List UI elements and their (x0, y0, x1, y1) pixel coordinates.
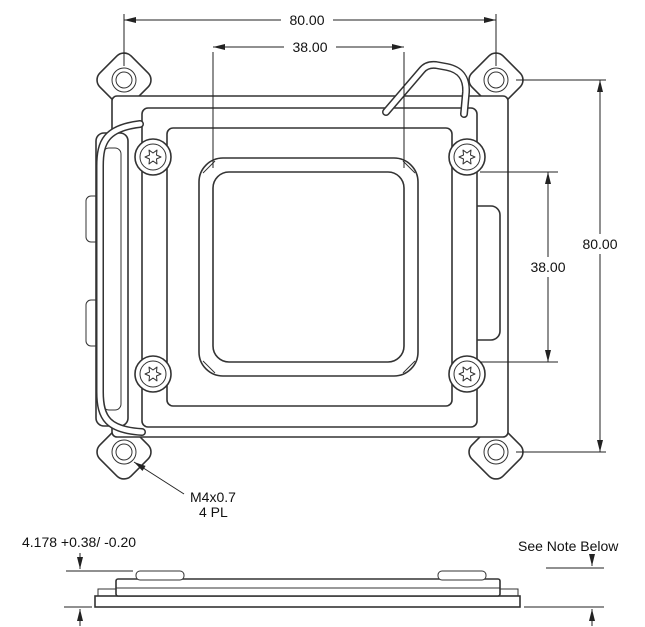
torx-screw (448, 355, 486, 393)
top-view (85, 48, 528, 484)
mounting-hole (483, 439, 509, 465)
side-baseplate (94, 595, 521, 608)
torx-screw (134, 355, 172, 393)
dimension-inner-height: 38.00 (480, 171, 575, 363)
dim-label-inner-height: 38.00 (530, 259, 565, 275)
side-view (94, 570, 521, 608)
side-screw-head (135, 570, 185, 581)
lever-wire (96, 120, 146, 436)
dim-label-outer-width: 80.00 (289, 12, 324, 28)
torx-screw (134, 138, 172, 176)
mounting-hole (483, 67, 509, 93)
dim-label-outer-height: 80.00 (582, 236, 617, 252)
retention-lever (85, 132, 129, 427)
hole-callout-places: 4 PL (199, 504, 228, 520)
dimension-inner-width: 38.00 (212, 39, 405, 168)
side-screw-head (437, 570, 487, 581)
hole-callout: M4x0.7 4 PL (133, 461, 236, 520)
hole-callout-thread: M4x0.7 (190, 489, 236, 505)
mounting-hole (111, 439, 137, 465)
dimension-outer-width: 80.00 (123, 12, 497, 66)
dim-label-side-height: 4.178 +0.38/ -0.20 (22, 534, 136, 550)
side-note-label: See Note Below (518, 538, 619, 554)
dimension-outer-height: 80.00 (516, 79, 627, 453)
side-note: See Note Below (518, 538, 619, 626)
socket-opening-inner (212, 171, 405, 363)
dim-label-inner-width: 38.00 (292, 39, 327, 55)
torx-screw (448, 138, 486, 176)
corner-chamfer-ticks (202, 160, 416, 374)
mounting-hole (111, 67, 137, 93)
load-lever-handle (382, 60, 471, 118)
dimension-side-height: 4.178 +0.38/ -0.20 (22, 534, 136, 626)
